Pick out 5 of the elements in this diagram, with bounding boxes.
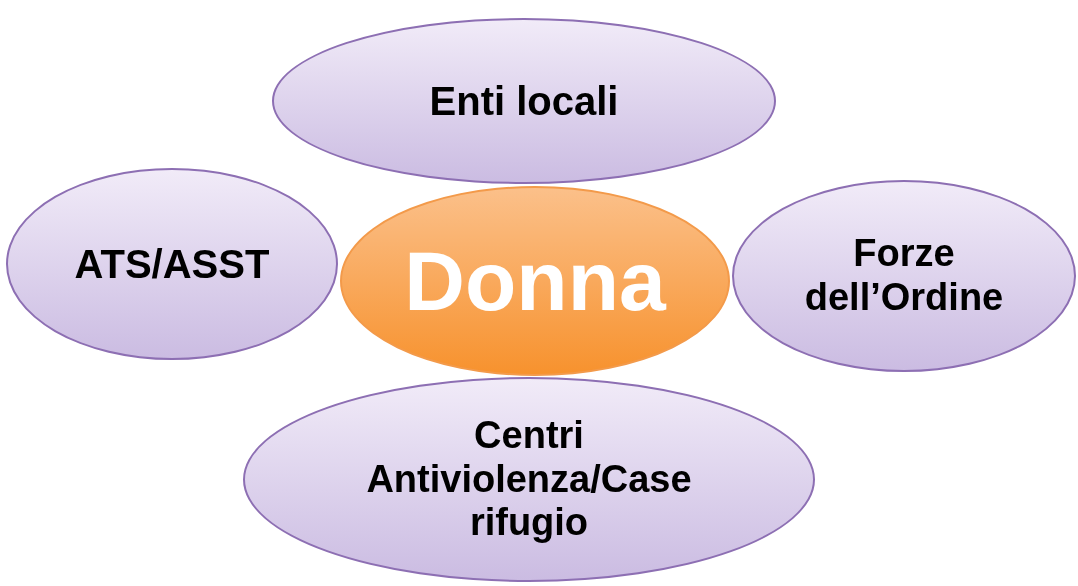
node-label: Centri Antiviolenza/Case rifugio <box>365 413 693 546</box>
node-label: Donna <box>404 232 666 330</box>
node-label: Enti locali <box>429 78 619 124</box>
node-label: ATS/ASST <box>74 241 270 287</box>
node-label: Forze dell’Ordine <box>803 232 1005 320</box>
